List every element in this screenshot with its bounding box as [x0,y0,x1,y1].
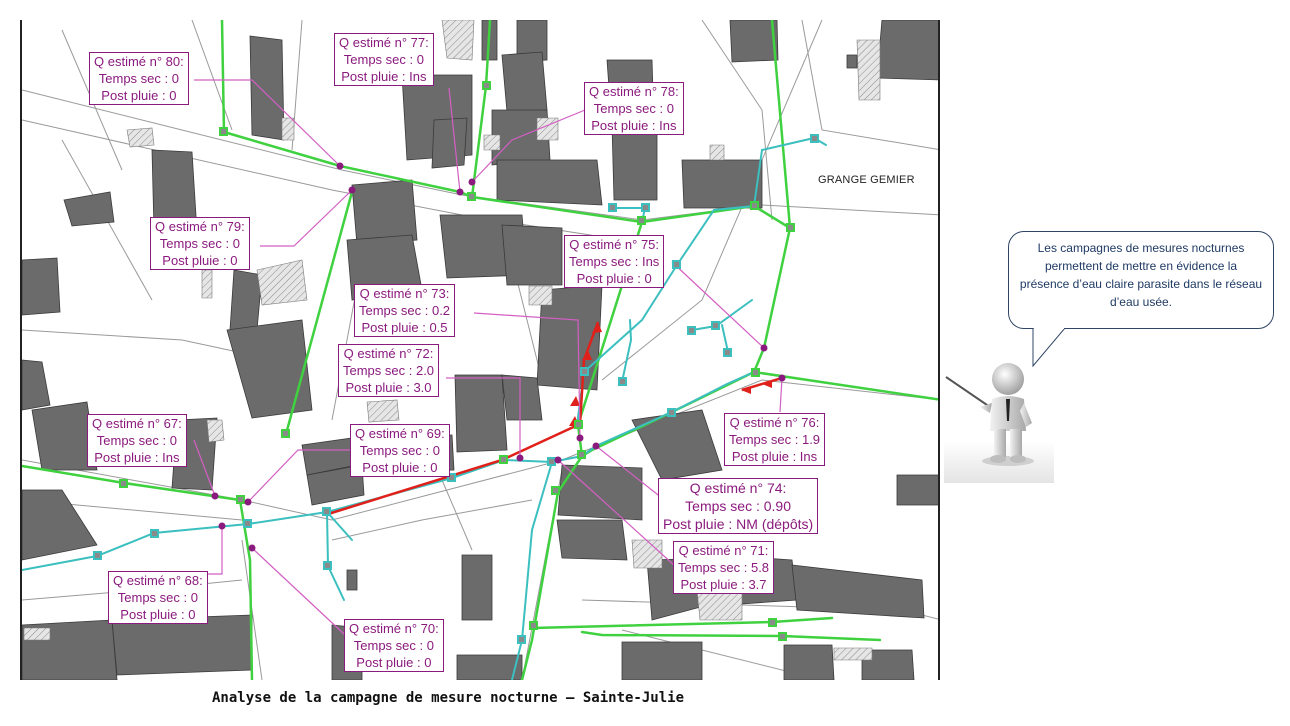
label-title: Q estimé n° 67: [92,416,182,431]
label-title: Q estimé n° 79: [155,219,245,234]
speech-bubble-text: Les campagnes de mesures nocturnes perme… [1019,241,1263,309]
leader-lines [164,79,783,635]
label-title: Q estimé n° 73: [359,286,450,301]
label-dry-weather: Temps sec : 0 [593,101,674,116]
label-dry-weather: Temps sec : 5.8 [678,560,770,575]
measure-label-68: Q estimé n° 68: Temps sec : 0 Post pluie… [108,571,208,624]
manhole-square-icons [119,81,795,641]
measure-label-69: Q estimé n° 69: Temps sec : 0 Post pluie… [350,424,450,477]
label-post-rain: Post pluie : 0 [120,607,196,622]
buildings [22,20,938,680]
label-post-rain: Post pluie : Ins [94,450,180,465]
label-title: Q estimé n° 69: [355,426,445,441]
label-title: Q estimé n° 72: [343,346,434,361]
measure-label-74: Q estimé n° 74: Temps sec : 0.90 Post pl… [658,478,819,534]
measure-label-76: Q estimé n° 76: Temps sec : 1.9 Post plu… [724,413,826,466]
speech-bubble: Les campagnes de mesures nocturnes perme… [1008,231,1274,329]
label-dry-weather: Temps sec : 0.90 [685,498,791,514]
label-post-rain: Post pluie : Ins [341,69,427,84]
measure-label-71: Q estimé n° 71: Temps sec : 5.8 Post plu… [673,541,775,594]
label-title: Q estimé n° 78: [589,84,679,99]
label-title: Q estimé n° 80: [94,54,184,69]
label-title: Q estimé n° 70: [349,621,439,636]
label-post-rain: Post pluie : 3.7 [680,577,767,592]
label-title: Q estimé n° 76: [729,415,820,430]
page-title: Analyse de la campagne de mesure nocturn… [212,690,685,706]
measure-label-78: Q estimé n° 78: Temps sec : 0 Post pluie… [584,82,684,135]
label-post-rain: Post pluie : Ins [731,449,818,464]
label-dry-weather: Temps sec : 0 [353,638,434,653]
label-dry-weather: Temps sec : 0 [159,236,240,251]
label-dry-weather: Temps sec : 0 [117,590,198,605]
label-dry-weather: Temps sec : 0.2 [359,303,451,318]
label-dry-weather: Temps sec : 0 [96,433,177,448]
hatched-areas [23,20,881,661]
label-dry-weather: Temps sec : Ins [569,254,660,269]
label-dry-weather: Temps sec : 1.9 [729,432,821,447]
district-label: GRANGE GEMIER [818,174,915,186]
measure-label-70: Q estimé n° 70: Temps sec : 0 Post pluie… [344,619,444,672]
map-canvas[interactable]: Q estimé n° 80: Temps sec : 0 Post pluie… [20,20,940,680]
label-post-rain: Post pluie : NM (dépôts) [663,516,814,532]
label-title: Q estimé n° 77: [339,35,429,50]
label-post-rain: Post pluie : 0 [101,88,177,103]
map-drawing [22,20,938,680]
wastewater-manhole-icons [93,134,819,644]
label-title: Q estimé n° 71: [678,543,769,558]
measure-label-67: Q estimé n° 67: Temps sec : 0 Post pluie… [87,414,187,467]
measure-label-75: Q estimé n° 75: Temps sec : Ins Post plu… [564,235,665,288]
measure-label-79: Q estimé n° 79: Temps sec : 0 Post pluie… [150,217,250,270]
label-title: Q estimé n° 68: [113,573,203,588]
measure-point-dot-icons [211,162,786,552]
label-post-rain: Post pluie : 0 [576,271,652,286]
label-dry-weather: Temps sec : 0 [343,52,424,67]
label-post-rain: Post pluie : 0 [362,460,438,475]
measure-label-73: Q estimé n° 73: Temps sec : 0.2 Post plu… [354,284,456,337]
label-dry-weather: Temps sec : 0 [359,443,440,458]
label-dry-weather: Temps sec : 0 [98,71,179,86]
measure-label-72: Q estimé n° 72: Temps sec : 2.0 Post plu… [338,344,440,397]
measure-label-77: Q estimé n° 77: Temps sec : 0 Post pluie… [334,33,434,86]
label-post-rain: Post pluie : 3.0 [345,380,432,395]
label-post-rain: Post pluie : 0 [356,655,432,670]
presenter-figure-icon [944,363,1054,483]
label-title: Q estimé n° 75: [569,237,660,252]
measure-label-80: Q estimé n° 80: Temps sec : 0 Post pluie… [89,52,189,105]
label-title: Q estimé n° 74: [689,480,787,496]
label-dry-weather: Temps sec : 2.0 [343,363,435,378]
speech-bubble-tail [1032,328,1066,368]
label-post-rain: Post pluie : 0.5 [361,320,448,335]
label-post-rain: Post pluie : 0 [162,253,238,268]
label-post-rain: Post pluie : Ins [591,118,677,133]
